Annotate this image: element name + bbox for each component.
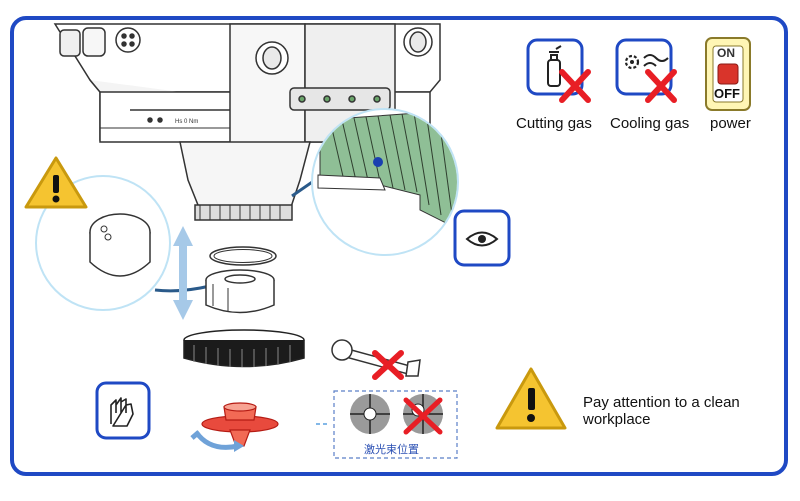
nozzle-detail-callout	[35, 175, 211, 311]
rotate-arrow	[190, 430, 244, 452]
svg-text:Hs 0 Nm: Hs 0 Nm	[175, 119, 198, 125]
lens-detail-callout	[291, 108, 459, 256]
switch-on-label: ON	[717, 46, 735, 60]
hand-turn-icon	[95, 381, 151, 440]
cooling-gas-off-icon	[615, 38, 677, 103]
beam-centered-icon	[350, 394, 390, 434]
beam-position-label: 激光束位置	[364, 443, 419, 456]
power-label: power	[710, 115, 751, 132]
note-line-1: Pay attention to a clean	[583, 394, 740, 411]
o-ring	[209, 246, 277, 266]
cooling-gas-label: Cooling gas	[610, 115, 690, 132]
beam-offcenter-icon	[403, 394, 443, 435]
eye-inspect-icon	[453, 209, 511, 267]
red-nozzle	[201, 402, 279, 447]
power-switch-icon	[705, 37, 751, 111]
cutting-gas-label: Cutting gas	[516, 115, 592, 132]
nozzle-holder	[205, 269, 275, 314]
vertical-move-arrow	[173, 226, 193, 320]
note-line-2: workplace	[583, 411, 651, 428]
beam-position-box	[333, 390, 458, 459]
clean-workplace-warning-icon	[495, 367, 567, 430]
retaining-nut	[183, 329, 305, 368]
warning-triangle-icon	[24, 156, 88, 209]
wrench-forbidden-icon	[331, 339, 421, 380]
cutting-gas-off-icon	[526, 38, 591, 103]
switch-off-label: OFF	[714, 86, 740, 101]
clean-workplace-note: Pay attention to a clean workplace	[583, 394, 773, 428]
